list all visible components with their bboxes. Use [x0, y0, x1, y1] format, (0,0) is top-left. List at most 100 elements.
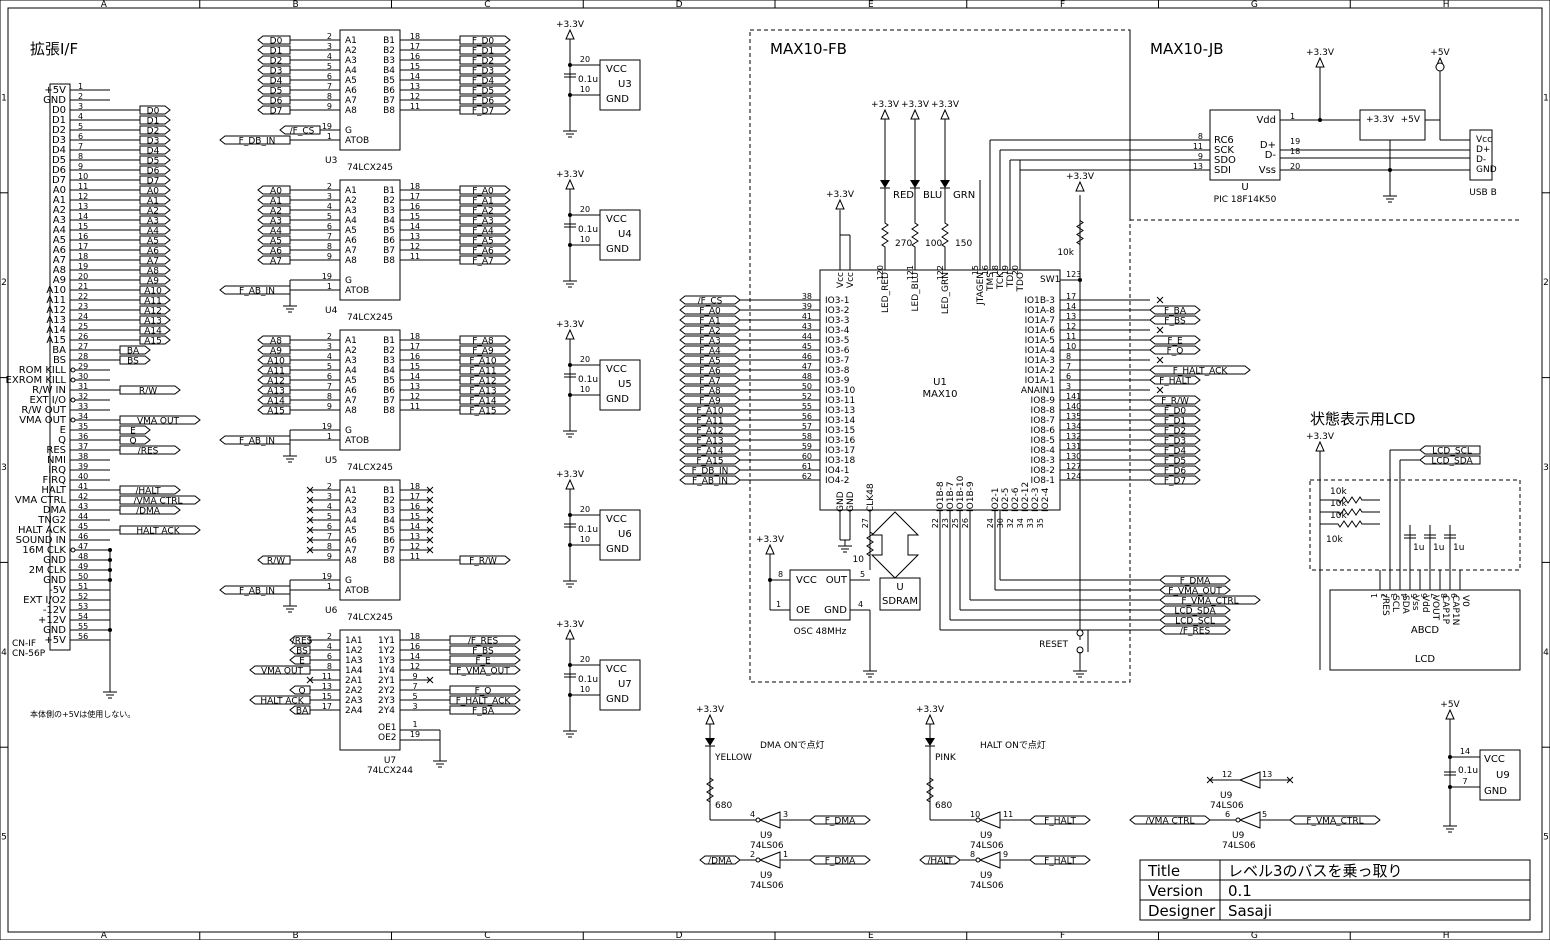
connector-pin-name: +5V: [44, 85, 66, 96]
net-label: E: [299, 657, 305, 667]
power-arrow: [1315, 56, 1325, 68]
pin-name: IO2-4: [1041, 487, 1051, 512]
net-label: F_HALT: [1044, 857, 1076, 867]
net-label: /F_CS: [698, 297, 723, 307]
net-label: A9: [270, 347, 282, 357]
connector-pin-number: 6: [78, 132, 83, 141]
connector-part: CN-56P: [12, 649, 46, 659]
net-label: A13: [144, 317, 162, 327]
pin-number: 121: [906, 265, 915, 280]
pin-number: 4: [327, 352, 332, 361]
pin-name: GND: [846, 491, 856, 512]
pin-number: 135: [1066, 412, 1081, 421]
junction: [1448, 785, 1452, 789]
connector-pin-name: A11: [46, 295, 66, 306]
pin-name: A1: [345, 336, 357, 346]
net-label: D3: [270, 67, 283, 77]
connector-pin-name: EXT I/O2: [23, 595, 66, 606]
pin-name: B7: [383, 546, 395, 556]
power-label: +3.3V: [556, 170, 585, 180]
pin-name: B4: [383, 66, 395, 76]
power-arrow: [565, 328, 575, 340]
pin-number: 15: [410, 212, 420, 221]
net-flag: [257, 385, 291, 395]
open-pin: [70, 397, 76, 403]
pin-number: 45: [802, 342, 812, 351]
pin-name: A3: [345, 356, 357, 366]
pin-name: GND: [1484, 786, 1507, 797]
net-label: A7: [270, 257, 282, 267]
wire: [426, 536, 434, 544]
pin-name: B5: [383, 226, 395, 236]
pin-number: 7: [1462, 777, 1467, 786]
pin-name: 1Y2: [378, 646, 395, 656]
pin-number: 8: [327, 392, 332, 401]
connector-pin-name: GND: [43, 575, 66, 586]
net-flag: [459, 95, 511, 105]
pin-name: V0: [1460, 595, 1470, 607]
net-flag: [139, 185, 171, 195]
pin-name: B4: [383, 516, 395, 526]
col-marker: D: [676, 0, 683, 10]
connector-pin-number: 30: [78, 372, 88, 381]
buffer-ref: U3: [325, 156, 337, 166]
net-label: /HALT: [135, 487, 161, 497]
connector-pin-number: 33: [78, 402, 88, 411]
net-label: A9: [147, 277, 159, 287]
pin-name: IO3-16: [825, 436, 855, 446]
wire: [306, 536, 314, 544]
net-label: A0: [270, 187, 282, 197]
net-label: F_A1: [699, 317, 721, 327]
wire: [306, 516, 314, 524]
net-flag: [459, 55, 511, 65]
regulator: [1359, 109, 1426, 141]
resistor: [926, 770, 934, 810]
connector-pin-number: 11: [78, 182, 88, 191]
pin-name: IO3-5: [825, 336, 849, 346]
wire: [426, 676, 434, 684]
pin-number: 6: [327, 652, 332, 661]
pin-name: B3: [383, 506, 395, 516]
pin-name: A7: [345, 546, 357, 556]
net-label: F_D7: [1164, 477, 1186, 487]
connector-pin-name: ROM KILL: [19, 365, 67, 376]
pin-name: A1: [345, 36, 357, 46]
pin-name: IO3-17: [825, 446, 855, 456]
net-flag: [119, 355, 151, 365]
connector-pin-name: A1: [53, 195, 66, 206]
connector-pin-number: 2: [78, 92, 83, 101]
pin-name: D-: [1265, 150, 1277, 161]
net-label: F_A15: [696, 457, 723, 467]
lcd-display: ABCD: [1411, 625, 1440, 636]
pin-name: B3: [383, 206, 395, 216]
col-marker: C: [484, 931, 490, 940]
net-flag: [139, 225, 171, 235]
net-flag: [257, 225, 291, 235]
col-marker: F: [1060, 931, 1065, 940]
connector-pin-number: 44: [78, 512, 88, 521]
pin-number: 1: [776, 600, 781, 609]
pin-name: VOUT: [1430, 595, 1440, 621]
chip-part: PIC 18F14K50: [1214, 195, 1277, 205]
net-flag: [459, 235, 511, 245]
connector-pin-number: 39: [78, 462, 88, 471]
pin-name: Vss: [1259, 165, 1276, 176]
cap-value: 0.1u: [1458, 766, 1478, 776]
pin-number: 12: [410, 542, 420, 551]
net-flag: [1149, 375, 1201, 385]
pin-name: IO3-13: [825, 406, 855, 416]
pin-name: IO3-9: [825, 376, 850, 386]
net-label: F_A0: [472, 187, 494, 197]
net-label: F_DB_IN: [692, 467, 729, 477]
net-flag: [139, 305, 171, 315]
net-label: F_A15: [469, 407, 496, 417]
net-label: BA: [127, 347, 140, 357]
wire: [306, 486, 314, 494]
pin-name: ATOB: [345, 586, 369, 596]
pin-number: 17: [410, 492, 420, 501]
net-flag: [449, 645, 521, 655]
open-pin: [70, 547, 76, 553]
pin-name: ATOB: [345, 286, 369, 296]
pin-name: A6: [345, 536, 357, 546]
